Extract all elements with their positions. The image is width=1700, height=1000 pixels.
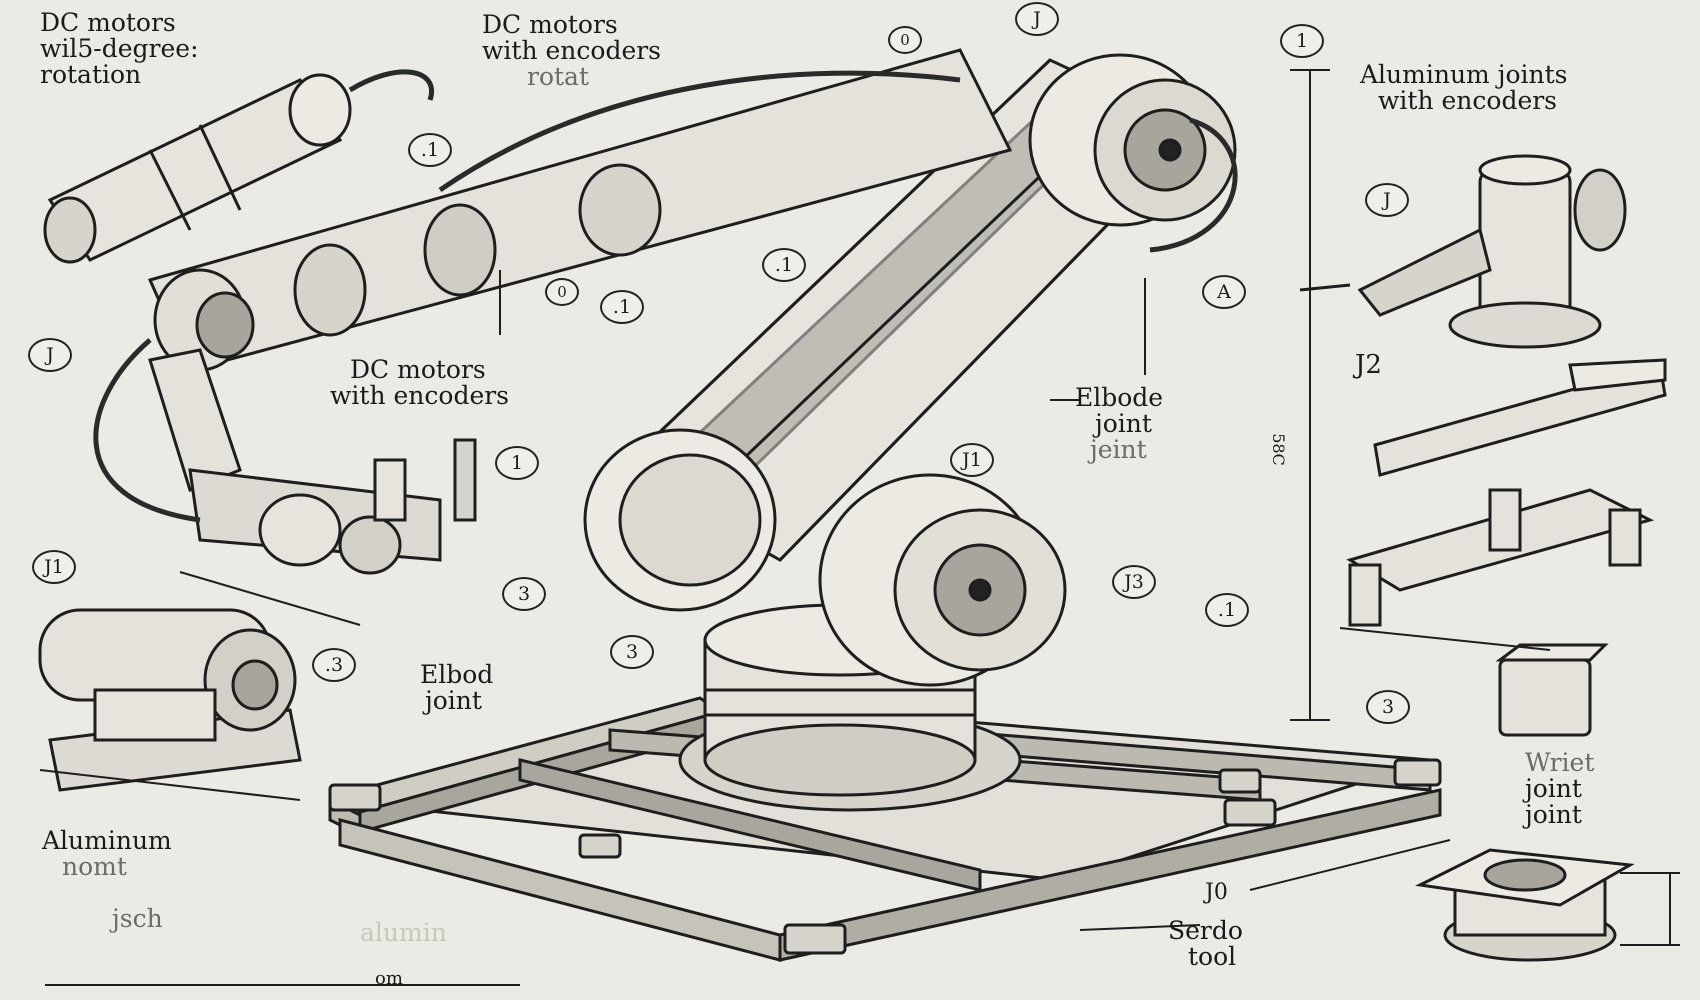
label-j2: J2 (1355, 350, 1382, 380)
spindle-part (1299, 154, 1627, 349)
label-line: wil5-degree: (40, 34, 199, 63)
j2-bar-part (1373, 358, 1667, 477)
callout-marker: .1 (408, 133, 452, 167)
forearm (147, 48, 1013, 372)
label-line: joint (1095, 409, 1152, 438)
callout-marker: J (28, 338, 72, 372)
bracket-part (1346, 488, 1655, 627)
label-line: jsch (112, 904, 163, 933)
label-line: DC motors (350, 355, 486, 384)
label-line: joint (1525, 774, 1582, 803)
callout-marker: .3 (312, 648, 356, 682)
dc-motor-part (43, 73, 352, 264)
callout-marker: 1 (1280, 24, 1324, 58)
label-line: Elbode (1075, 383, 1164, 412)
servo-part (1415, 848, 1635, 962)
label-line: rotat (527, 62, 589, 91)
label-dc-motors-rotation: DC motors wil5-degree: rotation (40, 10, 199, 88)
callout-marker: .1 (762, 248, 806, 282)
label-line: DC motors (40, 8, 176, 37)
callout-marker: 3 (610, 635, 654, 669)
scale-label: om (375, 968, 403, 989)
elbow-joint (1028, 53, 1237, 227)
callout-marker: J1 (950, 443, 994, 477)
dimension-lines (39, 69, 1680, 986)
label-line: rotation (40, 60, 142, 89)
label-line: Wriet (1525, 748, 1595, 777)
label-line: Elbod (420, 660, 494, 689)
label-aluminum-bottom: Aluminum nomt jsch (42, 828, 172, 932)
label-line: nomt (62, 852, 127, 881)
callout-marker: J (1015, 2, 1059, 36)
label-j0: J0 (1205, 880, 1228, 905)
label-dc-motors-encoders-top: DC motors with encoders rotat (482, 12, 661, 90)
callout-marker: J3 (1112, 565, 1156, 599)
label-aluminum-joints: Aluminum joints with encoders (1360, 62, 1567, 114)
callout-marker: A (1202, 275, 1246, 309)
label-line: jeint (1090, 435, 1147, 464)
label-ghost-aluminum: alumin (360, 920, 447, 946)
gear-motor-part (38, 608, 302, 792)
callout-marker: J1 (32, 550, 76, 584)
callout-marker: 0 (888, 26, 922, 54)
label-dc-motors-encoders-mid: DC motors with encoders (330, 355, 509, 409)
label-elbow-joint-right: Elbode joint jeint (1075, 385, 1163, 463)
label-servo-tool: Serdo tool (1168, 918, 1243, 970)
label-line: with encoders (1378, 86, 1558, 115)
shoulder-joint (583, 428, 1067, 687)
label-line: Aluminum (42, 826, 172, 855)
cube-part (1495, 643, 1609, 737)
label-line: with encoders (330, 381, 510, 410)
label-line: Aluminum joints (1360, 60, 1568, 89)
callout-marker: J (1365, 183, 1409, 217)
label-line: joint (1525, 800, 1582, 829)
label-line: tool (1188, 942, 1237, 971)
label-line: Serdo (1168, 916, 1243, 945)
label-line: DC motors (482, 10, 618, 39)
callout-marker: 1 (495, 446, 539, 480)
wrist-assembly (148, 348, 477, 575)
callout-marker: .1 (600, 290, 644, 324)
label-wrist-joint: Wriet joint joint (1525, 750, 1594, 828)
label-line: joint (425, 686, 482, 715)
label-elbow-joint-left: Elbod joint (420, 662, 493, 714)
callout-marker: 0 (545, 278, 579, 306)
callout-marker: 3 (502, 577, 546, 611)
dimension-label: 58C (1268, 433, 1288, 466)
callout-marker: 3 (1366, 690, 1410, 724)
label-line: alumin (360, 918, 447, 947)
callout-marker: .1 (1205, 593, 1249, 627)
label-line: with encoders (482, 36, 662, 65)
cables (93, 69, 1238, 523)
